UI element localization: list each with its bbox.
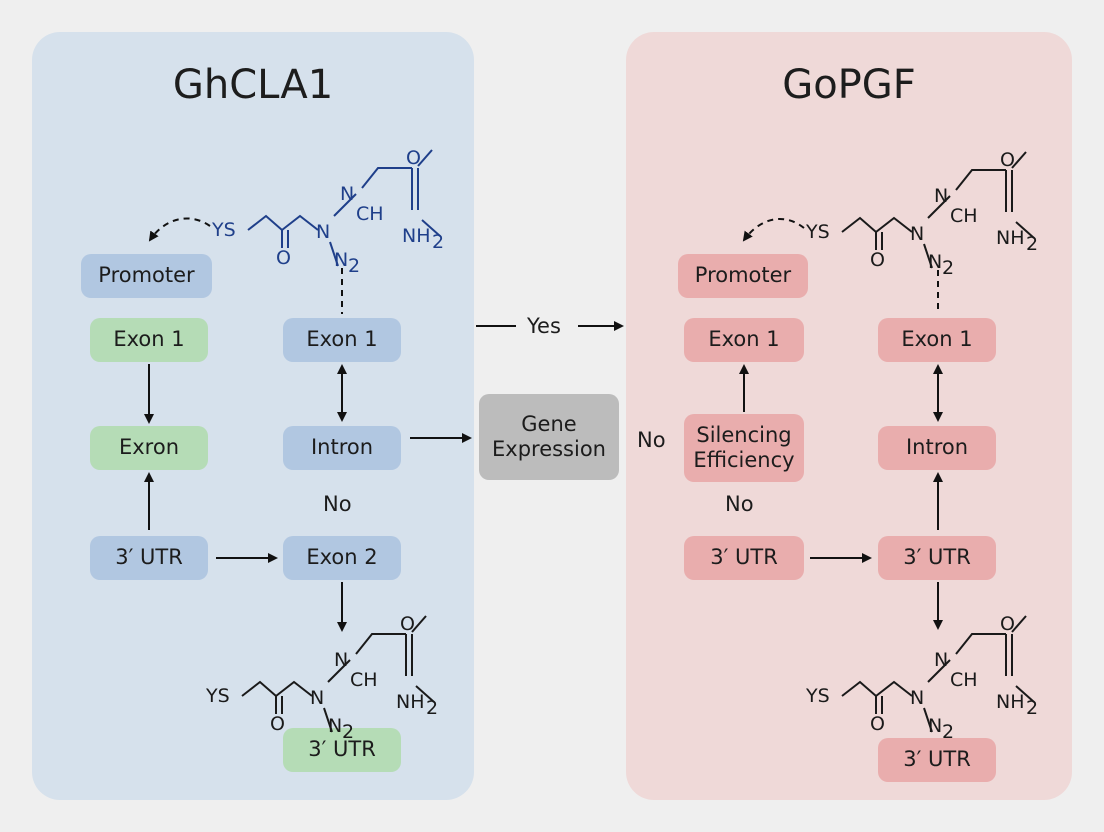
mol-tr-otop: O bbox=[1000, 149, 1015, 171]
right-utr-bottom-box: 3′ UTR bbox=[878, 738, 996, 782]
right-panel-title: GoPGF bbox=[782, 62, 916, 108]
molecule-top-left: YS O N N 2 N CH O NH 2 bbox=[211, 147, 444, 277]
mol-tr-nhsub: 2 bbox=[1026, 233, 1038, 255]
right-promoter-box: Promoter bbox=[678, 254, 808, 298]
silencing-line1: Silencing bbox=[696, 422, 792, 447]
silencing-line2: Efficiency bbox=[693, 448, 795, 472]
mol-br-o: O bbox=[870, 713, 885, 735]
ghcla1-panel bbox=[32, 32, 474, 800]
mol-tl-n2: N bbox=[334, 249, 348, 271]
silencing-efficiency-box: Silencing Efficiency bbox=[684, 414, 804, 482]
gene-expression-line2: Expression bbox=[492, 437, 606, 461]
mol-bl-nh: NH bbox=[396, 691, 425, 713]
left-utr-box: 3′ UTR bbox=[90, 536, 208, 580]
mol-bl-ys: YS bbox=[205, 685, 230, 707]
mol-br-ys: YS bbox=[805, 685, 830, 707]
left-exon1-box: Exon 1 bbox=[90, 318, 208, 362]
mol-br-n2sub: 2 bbox=[942, 721, 954, 743]
left-promoter-box: Promoter bbox=[81, 254, 212, 298]
mol-bl-n2: N bbox=[328, 715, 342, 737]
molecule-top-right: YS O N N 2 N CH O NH 2 bbox=[805, 149, 1038, 279]
mol-tl-n1: N bbox=[316, 221, 330, 243]
right-utr-box: 3′ UTR bbox=[684, 536, 804, 580]
mol-bl-ch: CH bbox=[350, 669, 378, 691]
right-utr-mid-box: 3′ UTR bbox=[878, 536, 996, 580]
mol-tl-nh: NH bbox=[402, 225, 431, 247]
mol-bl-nhsub: 2 bbox=[426, 697, 438, 719]
mol-tl-nhsub: 2 bbox=[432, 231, 444, 253]
mol-tr-nh: NH bbox=[996, 227, 1025, 249]
mol-tr-ys: YS bbox=[805, 221, 830, 243]
right-intron-box: Intron bbox=[878, 426, 996, 470]
mol-tr-n2: N bbox=[928, 251, 942, 273]
left-exon1-b-box: Exon 1 bbox=[283, 318, 401, 362]
mol-bl-n1: N bbox=[310, 687, 324, 709]
mol-tl-n: N bbox=[340, 183, 354, 205]
mol-tr-n: N bbox=[934, 185, 948, 207]
left-exron-box: Exron bbox=[90, 426, 208, 470]
yes-label: Yes bbox=[527, 314, 561, 338]
left-intron-box: Intron bbox=[283, 426, 401, 470]
mol-br-n: N bbox=[934, 649, 948, 671]
mol-tr-o: O bbox=[870, 249, 885, 271]
right-exon1-box: Exon 1 bbox=[684, 318, 804, 362]
mol-br-nh: NH bbox=[996, 691, 1025, 713]
mol-tl-ys: YS bbox=[211, 219, 236, 241]
mol-tl-ch: CH bbox=[356, 203, 384, 225]
mol-br-ch: CH bbox=[950, 669, 978, 691]
mol-tl-otop: O bbox=[406, 147, 421, 169]
mol-br-n2: N bbox=[928, 715, 942, 737]
mol-tr-ch: CH bbox=[950, 205, 978, 227]
right-no-side-label: No bbox=[637, 428, 666, 452]
mol-bl-n2sub: 2 bbox=[342, 721, 354, 743]
mol-br-nhsub: 2 bbox=[1026, 697, 1038, 719]
mol-br-otop: O bbox=[1000, 613, 1015, 635]
molecule-bottom-left: YS O N N 2 N CH O NH 2 bbox=[205, 613, 438, 743]
molecule-bottom-right: YS O N N 2 N CH O NH 2 bbox=[805, 613, 1038, 743]
mol-bl-o: O bbox=[270, 713, 285, 735]
mol-br-n1: N bbox=[910, 687, 924, 709]
mol-tl-o: O bbox=[276, 247, 291, 269]
left-panel-title: GhCLA1 bbox=[172, 62, 334, 108]
gene-expression-box: Gene Expression bbox=[479, 394, 619, 480]
mol-tr-n2sub: 2 bbox=[942, 257, 954, 279]
mol-bl-otop: O bbox=[400, 613, 415, 635]
gene-expression-line1: Gene bbox=[521, 411, 577, 436]
dashed-ys-to-promoter bbox=[148, 217, 211, 242]
right-exon1-b-box: Exon 1 bbox=[878, 318, 996, 362]
left-no-label: No bbox=[323, 492, 352, 516]
left-exon2-box: Exon 2 bbox=[283, 536, 401, 580]
mol-tl-n2sub: 2 bbox=[348, 255, 360, 277]
mol-bl-n: N bbox=[334, 649, 348, 671]
right-no-below-label: No bbox=[725, 492, 754, 516]
left-utr-bottom-box: 3′ UTR bbox=[283, 728, 401, 772]
dashed-ys-to-promoter-right bbox=[742, 218, 805, 242]
mol-tr-n1: N bbox=[910, 223, 924, 245]
